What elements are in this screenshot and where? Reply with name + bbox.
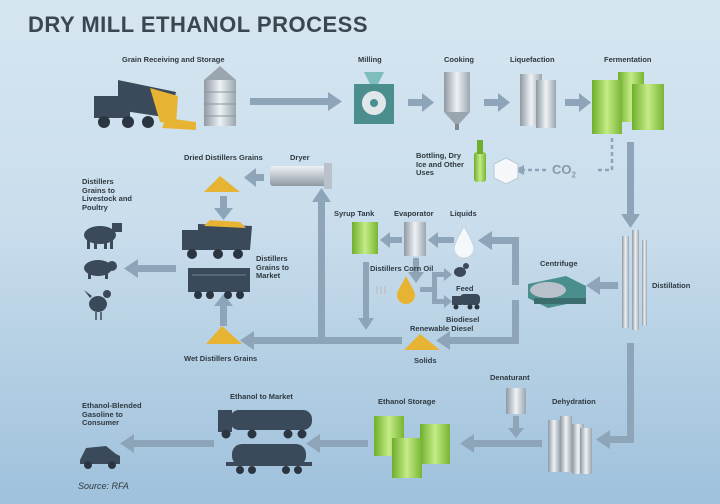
arrow-syrup-down: [358, 262, 374, 330]
arrow-evaporator-to-syrup: [380, 232, 402, 248]
distillers-grains-truck-icon: [182, 220, 252, 259]
label-cooking: Cooking: [444, 55, 474, 64]
arrow-distillation-to-centrifuge: [586, 276, 618, 295]
arrow-oil-to-feed: [420, 268, 452, 308]
arrow-fermentation-to-distillation: [621, 142, 640, 228]
arrow-market-to-consumer: [120, 434, 214, 453]
label-distillers-grains-livestock: Distillers Grains to Livestock and Poult…: [82, 177, 133, 212]
arrow-liquefaction-to-fermentation: [565, 93, 591, 112]
arrow-loop-to-wdg: [240, 331, 402, 350]
arrow-wdg-up: [214, 294, 233, 326]
co2-label: CO2: [552, 162, 576, 180]
arrow-evaporator-to-oil: [408, 258, 424, 283]
label-renewable-diesel: Renewable Diesel: [410, 324, 474, 333]
feed-chicken-icon: [454, 263, 469, 277]
dryer-drum-icon: [270, 163, 332, 189]
arrow-cooking-to-liquefaction: [484, 93, 510, 112]
arrow-market-to-livestock: [124, 259, 176, 278]
liquefaction-tanks-icon: [520, 74, 556, 128]
arrow-milling-to-cooking: [408, 93, 434, 112]
label-ethanol-blended: Ethanol-Blended Gasoline to Consumer: [82, 401, 142, 428]
cow-icon: [84, 223, 122, 249]
label-grain-receiving: Grain Receiving and Storage: [122, 55, 225, 64]
label-ethanol-storage: Ethanol Storage: [378, 397, 436, 406]
arrow-distillation-to-dehydration: [596, 343, 634, 449]
label-fermentation: Fermentation: [604, 55, 652, 64]
grain-dump-truck-icon: [94, 80, 196, 130]
label-dryer: Dryer: [290, 153, 310, 162]
denaturant-tank-icon: [506, 388, 526, 414]
label-liquids: Liquids: [450, 209, 477, 218]
wet-grains-pile-icon: [206, 326, 242, 344]
label-bottling: Bottling, Dry Ice and Other Uses: [416, 151, 464, 178]
page-title: DRY MILL ETHANOL PROCESS: [28, 12, 369, 37]
solids-pile-icon: [404, 334, 440, 350]
label-distillation: Distillation: [652, 281, 691, 290]
dry-ice-cube-icon: [493, 157, 519, 185]
arrow-centrifuge-to-solids: [436, 300, 519, 350]
fermentation-tanks-icon: [592, 72, 664, 134]
biodiesel-truck-icon: [452, 294, 480, 310]
arrow-dryer-to-ddg: [244, 168, 264, 187]
label-evaporator: Evaporator: [394, 209, 434, 218]
arrow-centrifuge-to-liquids: [478, 231, 519, 285]
flow-arrows: [120, 92, 640, 453]
distillers-grains-railcar-icon: [188, 268, 250, 299]
centrifuge-icon: [528, 276, 586, 308]
cooking-tank-icon: [444, 72, 470, 130]
syrup-tank-icon: [352, 222, 378, 254]
dehydration-tanks-icon: [548, 416, 592, 474]
label-distillers-grains-market: Distillers Grains to Market: [256, 254, 289, 281]
label-syrup-tank: Syrup Tank: [334, 209, 375, 218]
label-distillers-corn-oil: Distillers Corn Oil: [370, 264, 434, 273]
ethanol-storage-tanks-icon: [374, 416, 450, 478]
label-liquefaction: Liquefaction: [510, 55, 555, 64]
consumer-car-icon: [80, 446, 120, 469]
arrow-liquids-to-evaporator: [428, 232, 454, 248]
dried-grains-pile-icon: [204, 176, 240, 192]
mill-icon: [354, 72, 394, 124]
arrow-ddg-down: [214, 196, 233, 220]
arrow-grain-to-milling: [250, 92, 342, 111]
label-milling: Milling: [358, 55, 382, 64]
evaporator-icon: [404, 222, 426, 256]
ethanol-tanker-truck-icon: [218, 410, 312, 439]
arrow-storage-to-market: [306, 434, 368, 453]
label-dried-distillers-grains: Dried Distillers Grains: [184, 153, 263, 162]
pig-icon: [84, 260, 117, 279]
label-biodiesel: Biodiesel: [446, 315, 480, 324]
co2-dashed-line: [522, 138, 614, 172]
oil-bars-icon: [376, 286, 386, 294]
label-feed: Feed: [456, 284, 474, 293]
label-denaturant: Denaturant: [490, 373, 530, 382]
label-solids: Solids: [414, 356, 437, 365]
label-wet-distillers-grains: Wet Distillers Grains: [184, 354, 258, 363]
ethanol-rail-tanker-icon: [226, 444, 312, 474]
label-ethanol-to-market: Ethanol to Market: [230, 392, 293, 401]
co2-arrow-head: [514, 165, 524, 175]
arrow-dehydration-to-storage: [460, 434, 542, 453]
bottle-icon: [474, 140, 486, 182]
arrow-up-to-dryer: [312, 188, 331, 340]
label-centrifuge: Centrifuge: [540, 259, 578, 268]
corn-oil-drop-icon: [397, 276, 415, 304]
chicken-icon: [84, 290, 111, 320]
label-dehydration: Dehydration: [552, 397, 596, 406]
liquids-drop-icon: [453, 224, 475, 259]
arrow-denaturant-down: [508, 416, 524, 438]
distillation-columns-icon: [622, 230, 647, 330]
source-credit: Source: RFA: [78, 481, 129, 491]
grain-silo-icon: [204, 66, 236, 126]
